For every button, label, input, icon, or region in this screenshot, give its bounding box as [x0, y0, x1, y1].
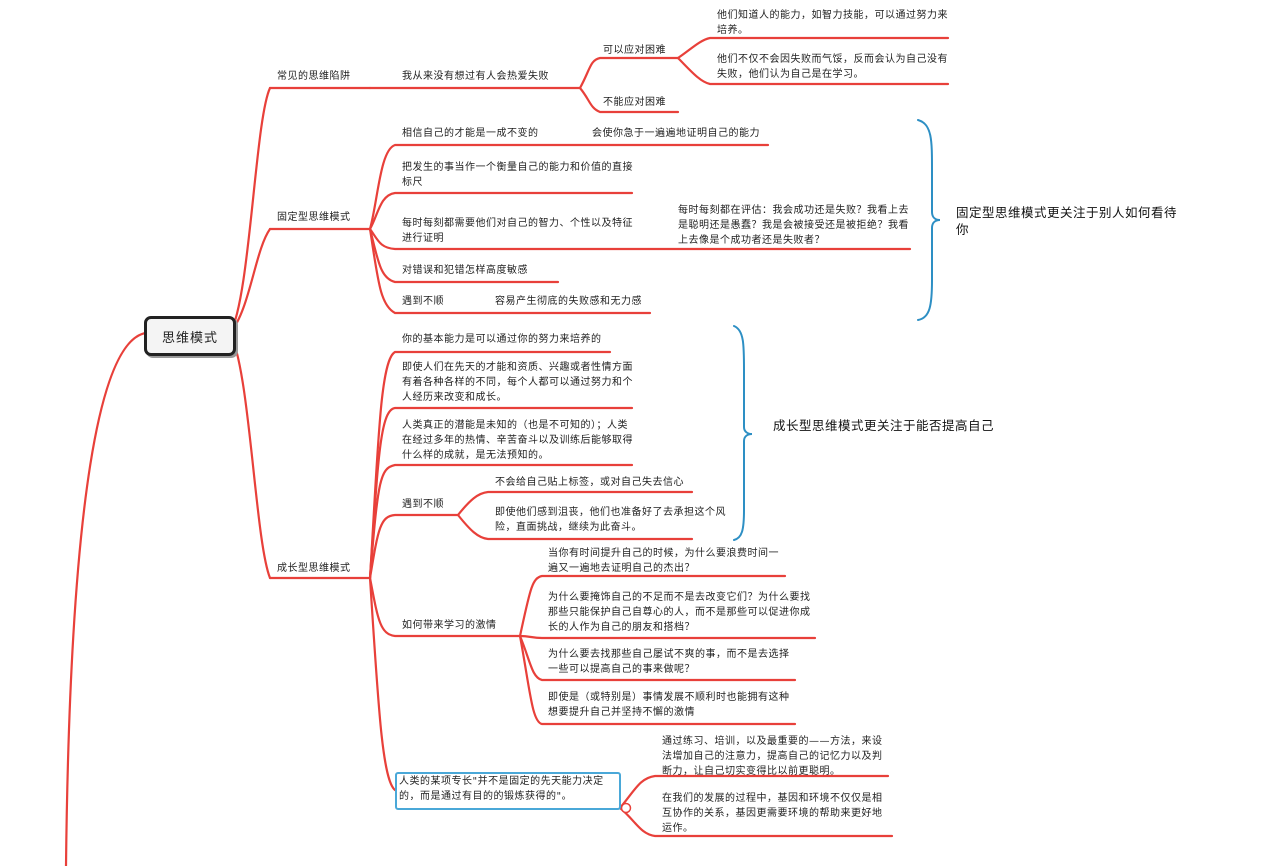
- branch-growth-label[interactable]: 成长型思维模式: [277, 563, 351, 574]
- passion-sub-3[interactable]: 为什么要去找那些自己屡试不爽的事，而不是去选择一些可以提高自己的事来做呢？: [548, 649, 790, 675]
- traps-item[interactable]: 我从来没有想过有人会热爱失败: [402, 71, 549, 82]
- fixed-summary-note[interactable]: 固定型思维模式更关注于别人如何看待你: [956, 205, 1178, 237]
- traps-can-detail-1[interactable]: 他们知道人的能力，如智力技能，可以通过努力来培养。: [717, 10, 948, 36]
- expertise-selected-frame[interactable]: [395, 772, 621, 810]
- passion-sub-1[interactable]: 当你有时间提升自己的时候，为什么要浪费时间一遍又一遍地去证明自己的杰出？: [548, 548, 779, 574]
- growth-item-3[interactable]: 人类真正的潜能是未知的（也是不可知的）；人类在经过多年的热情、辛苦奋斗以及训练后…: [402, 420, 633, 461]
- branch-traps-label[interactable]: 常见的思维陷阱: [277, 71, 351, 82]
- fixed-item-5[interactable]: 遇到不顺: [402, 296, 444, 307]
- growth-item-4-sub-2[interactable]: 即使他们感到沮丧，他们也准备好了去承担这个风险，直面挑战，继续为此奋斗。: [495, 507, 726, 533]
- growth-expertise[interactable]: 人类的某项专长"并不是固定的先天能力决定的，而是通过有目的的锻炼获得的"。: [399, 776, 604, 802]
- growth-item-4-sub-1[interactable]: 不会给自己贴上标签，或对自己失去信心: [495, 477, 684, 488]
- fixed-item-4[interactable]: 对错误和犯错怎样高度敏感: [402, 265, 528, 276]
- growth-item-2[interactable]: 即使人们在先天的才能和资质、兴趣或者性情方面有着各种各样的不同，每个人都可以通过…: [402, 362, 633, 403]
- passion-sub-4[interactable]: 即使是（或特别是）事情发展不顺利时也能拥有这种想要提升自己并坚持不懈的激情: [548, 692, 790, 718]
- fixed-item-3[interactable]: 每时每刻都需要他们对自己的智力、个性以及特征进行证明: [402, 218, 633, 244]
- expertise-sub-2[interactable]: 在我们的发展的过程中，基因和环境不仅仅是相互协作的关系，基因更需要环境的帮助来更…: [662, 793, 883, 834]
- fixed-item-1[interactable]: 相信自己的才能是一成不变的: [402, 128, 539, 139]
- expertise-sub-1[interactable]: 通过练习、培训，以及最重要的——方法，来设法增加自己的注意力，提高自己的记忆力以…: [662, 736, 883, 777]
- root-node[interactable]: 思维模式: [144, 316, 236, 356]
- fixed-item-5-sub[interactable]: 容易产生彻底的失败感和无力感: [495, 296, 642, 307]
- summary-brackets: [733, 119, 941, 541]
- collapse-toggle[interactable]: [620, 802, 632, 814]
- root-label: 思维模式: [161, 330, 218, 346]
- fixed-item-2[interactable]: 把发生的事当作一个衡量自己的能力和价值的直接标尺: [402, 162, 633, 188]
- branch-lines: [64, 36, 950, 866]
- growth-item-4[interactable]: 遇到不顺: [402, 499, 444, 510]
- traps-can-detail-2[interactable]: 他们不仅不会因失败而气馁，反而会认为自己没有失败，他们认为自己是在学习。: [717, 54, 948, 80]
- traps-cannot-handle[interactable]: 不能应对困难: [603, 97, 666, 108]
- traps-can-handle[interactable]: 可以应对困难: [603, 45, 666, 56]
- growth-summary-note[interactable]: 成长型思维模式更关注于能否提高自己: [773, 418, 995, 433]
- passion-sub-2[interactable]: 为什么要掩饰自己的不足而不是去改变它们？为什么要找那些只能保护自己自尊心的人，而…: [548, 592, 811, 633]
- fixed-item-1-sub[interactable]: 会使你急于一遍遍地证明自己的能力: [592, 128, 760, 139]
- branch-fixed-label[interactable]: 固定型思维模式: [277, 212, 351, 223]
- fixed-item-3-sub[interactable]: 每时每刻都在评估：我会成功还是失败？我看上去是聪明还是愚蠢？我是会被接受还是被拒…: [678, 205, 909, 246]
- growth-item-1[interactable]: 你的基本能力是可以通过你的努力来培养的: [402, 334, 602, 345]
- growth-passion[interactable]: 如何带来学习的激情: [402, 620, 497, 631]
